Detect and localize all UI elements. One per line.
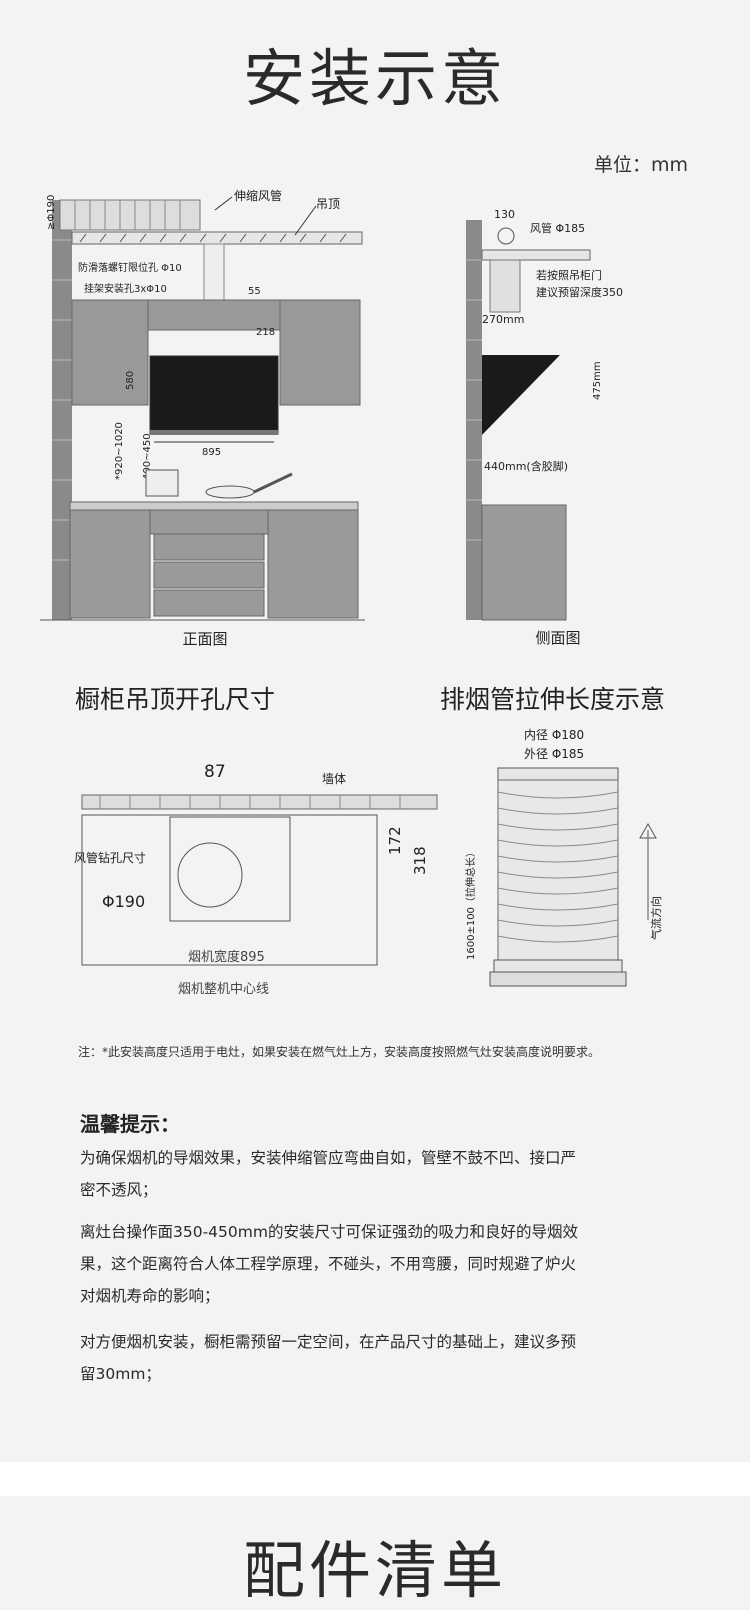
front-view-diagram: 伸缩风管 吊顶 ≥Φ190 防滑落螺钉限位孔 Φ10 挂架安装孔3xΦ10 55…	[40, 188, 365, 648]
label-d87: 87	[204, 762, 226, 782]
duct-stretch-diagram: 内径 Φ180 外径 Φ185 1600±100（拉伸总长） 气流方向	[464, 728, 663, 987]
side-view-caption: 侧面图	[535, 629, 580, 647]
label-wall: 墙体	[322, 772, 346, 786]
label-hint2: 建议预留深度350	[536, 285, 623, 299]
label-pipe: 风管 Φ185	[530, 221, 585, 235]
accessories-title: 配件清单	[242, 1534, 507, 1607]
cabinet-hole-diagram: 87 墙体 风管钻孔尺寸 Φ190 172 318 烟机宽度895 烟机整机中心…	[74, 762, 438, 997]
label-ceiling: 吊顶	[316, 197, 340, 211]
tip-item: 离灶台操作面350-450mm的安装尺寸可保证强劲的吸力和良好的导烟效果，这个距…	[80, 1223, 578, 1305]
label-d190-hole: Φ190	[102, 892, 145, 911]
label-hint1: 若按照吊柜门	[536, 268, 602, 282]
cabinet-hole-title: 橱柜吊顶开孔尺寸	[75, 685, 276, 714]
label-d318: 318	[411, 846, 429, 875]
label-center: 烟机整机中心线	[178, 982, 269, 997]
section-divider	[0, 1462, 750, 1496]
unit-label: 单位：mm	[593, 154, 688, 176]
label-length: 1600±100（拉伸总长）	[464, 847, 477, 960]
label-outer: 外径 Φ185	[524, 747, 584, 761]
install-note: 注：*此安装高度只适用于电灶，如果安装在燃气灶上方，安装高度按照燃气灶安装高度说…	[78, 1045, 601, 1059]
label-hanger: 挂架安装孔3xΦ10	[84, 282, 167, 295]
duct-stretch-title: 排烟管拉伸长度示意	[440, 685, 666, 714]
label-d580: 580	[125, 371, 136, 390]
label-width: 烟机宽度895	[188, 949, 265, 965]
tip-item: 为确保烟机的导烟效果，安装伸缩管应弯曲自如，管壁不鼓不凹、接口严密不透风；	[80, 1149, 577, 1199]
label-d440: 440mm(含胶脚)	[484, 459, 568, 473]
label-d400: 400~450	[142, 433, 153, 480]
label-inner: 内径 Φ180	[524, 728, 584, 742]
label-d130: 130	[494, 208, 515, 221]
page-title: 安装示意	[242, 42, 507, 115]
front-view-caption: 正面图	[182, 630, 227, 648]
label-airflow: 气流方向	[649, 896, 663, 940]
label-anti-slip: 防滑落螺钉限位孔 Φ10	[78, 261, 182, 274]
label-d475: 475mm	[592, 361, 603, 400]
label-drill: 风管钻孔尺寸	[74, 850, 146, 865]
label-d920: *920~1020	[114, 422, 125, 480]
label-d55: 55	[248, 286, 261, 297]
label-d218: 218	[256, 327, 275, 338]
tips-title: 温馨提示：	[80, 1112, 180, 1136]
label-d172: 172	[386, 826, 404, 855]
label-d270: 270mm	[482, 313, 524, 326]
label-d895: 895	[202, 447, 221, 458]
label-duct: 伸缩风管	[234, 188, 282, 203]
label-d190: ≥Φ190	[46, 195, 57, 230]
side-view-diagram: 130 风管 Φ185 若按照吊柜门 建议预留深度350 270mm 475mm…	[466, 208, 623, 647]
tip-item: 对方便烟机安装，橱柜需预留一定空间，在产品尺寸的基础上，建议多预留30mm；	[80, 1333, 577, 1383]
